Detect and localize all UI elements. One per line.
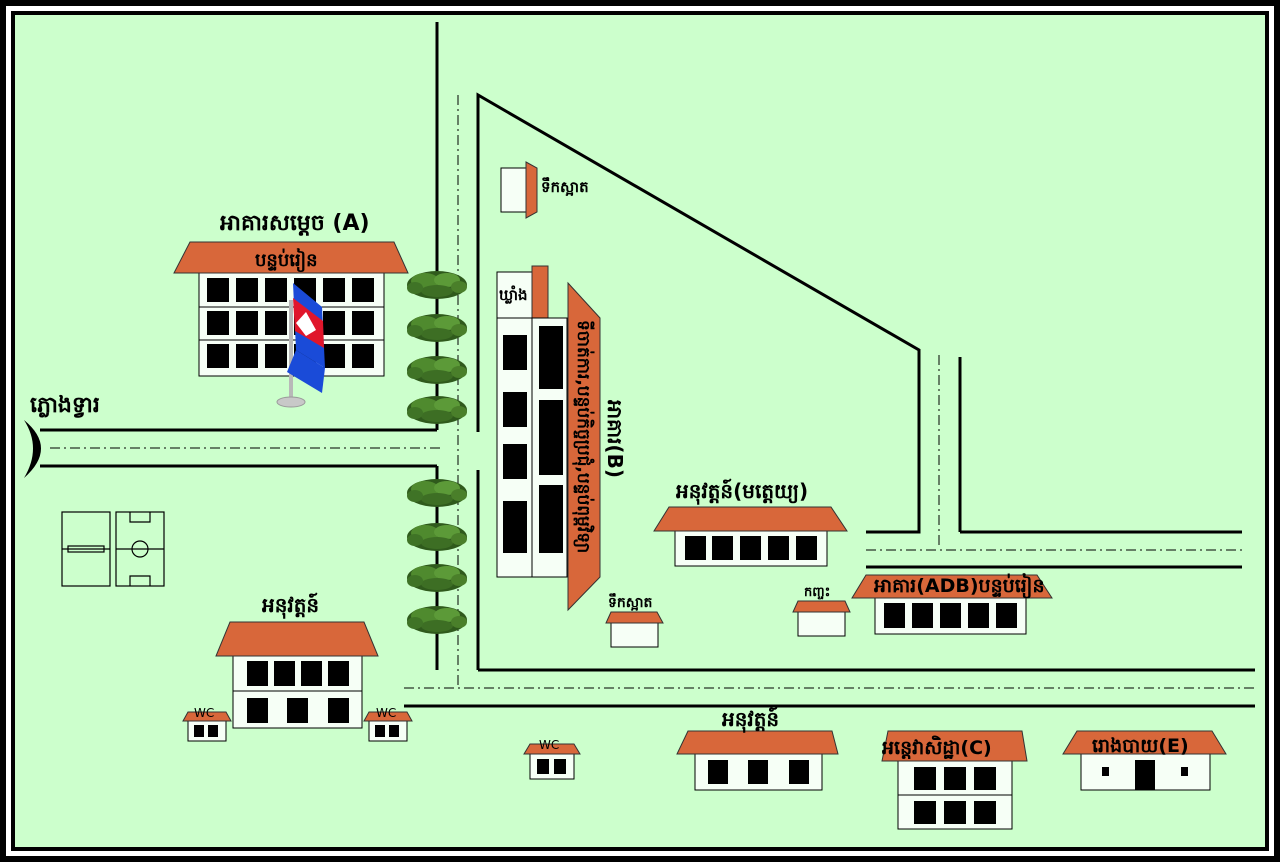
building-a-sub-label: បន្ទប់រៀន [255,248,318,273]
dorm-bottom: អនុវត្តន៍ [676,706,839,791]
building-e-label: រោងបាយ(E) [1092,735,1189,757]
water-bottom-label: ទឹកស្អាត [608,593,653,611]
building-adb-label: អាគារ(ADB)បន្ទប់រៀន [874,573,1045,599]
wc-3: WC [523,738,581,780]
water-top-label: ទឹកស្អាត [541,177,589,196]
cambodia-flag-icon [276,283,325,408]
building-a-roof [173,241,409,274]
building-c-label: អន្តេវាសិដ្ឋា(C) [882,735,992,759]
dorm-left: អនុវត្តន៍ [215,592,379,729]
building-e: រោងបាយ(E) [1062,730,1227,791]
dorm-bottom-label: អនុវត្តន៍ [722,706,779,733]
water-station-top: ទឹកស្អាត [500,161,589,219]
storeroom [496,271,533,319]
building-b-roof [567,281,601,612]
wc-1: WC [182,706,232,742]
road-centerlines [50,95,1255,689]
building-b-label: អាគារ(B) [603,400,627,478]
building-adb: អាគារ(ADB)បន្ទប់រៀន [851,573,1053,635]
kindergarten-building: កញ្ចះ [792,585,851,637]
gate-label: ភ្លោងទ្វារ [30,393,100,418]
building-b-sub-label: ទីចាត់ការ,បន្ទប់កិច្ចប្រជុំ,បន្ទប់ពុម្ពវ… [572,320,595,553]
dorm-teacher: អនុវត្តន៍(មត្តេយ្យ) [653,478,848,567]
building-a-label: អាគារសម្តេច (A) [220,211,370,236]
dorm-teacher-label: អនុវត្តន៍(មត្តេយ្យ) [676,478,808,505]
dorm-left-label: អនុវត្តន៍ [262,592,319,619]
wc-1-label: WC [194,706,214,720]
wc-2: WC [363,706,413,742]
water-station-bottom: ទឹកស្អាត [605,593,664,648]
kindergarten-label: កញ្ចះ [804,585,830,600]
wc-3-label: WC [539,738,559,752]
storeroom-label: ឃ្លាំង [499,285,528,304]
building-c: អន្តេវាសិដ្ឋា(C) [881,730,1028,830]
sports-fields [61,511,165,587]
gate: ភ្លោងទ្វារ [24,393,100,478]
building-b: ឃ្លាំង ទីចាត់ការ,បន្ទប់កិច្ចប្រជុំ,បន្ទប… [496,265,627,612]
gate-arch-icon [24,420,41,478]
wc-2-label: WC [376,706,396,720]
